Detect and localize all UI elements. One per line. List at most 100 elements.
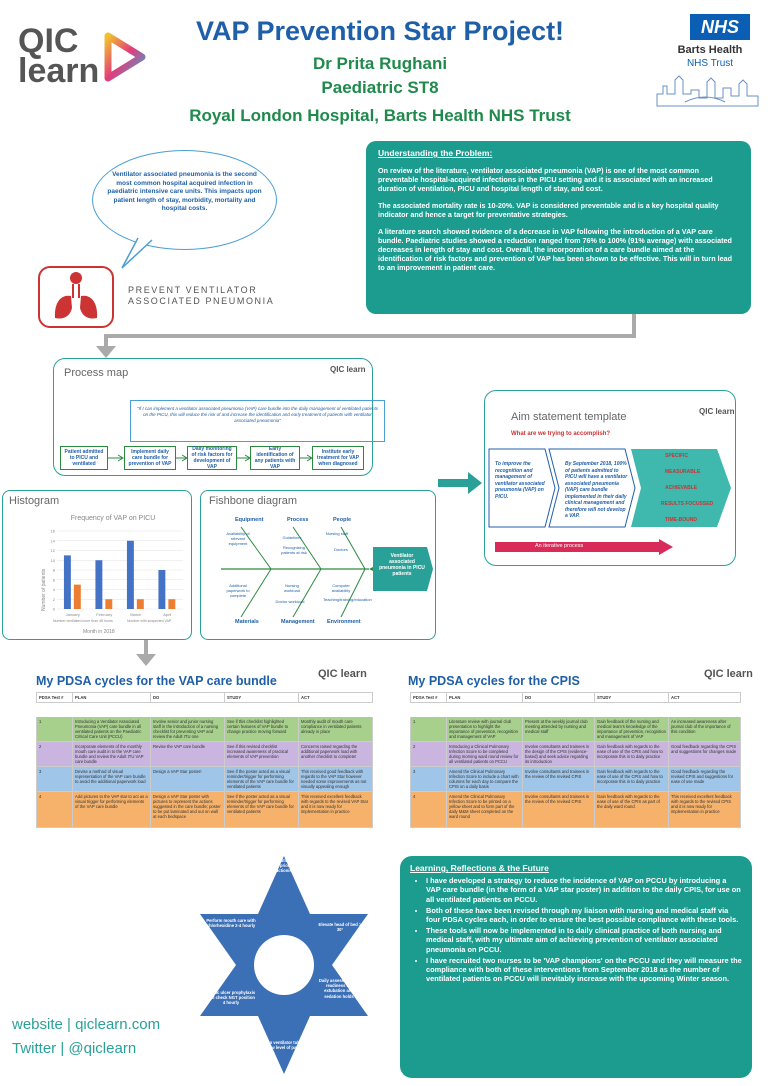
table-header: ACT: [298, 692, 373, 703]
table-cell: Good feedback regarding the revised CPIS…: [668, 766, 741, 792]
fishbone-diagram: [221, 526, 433, 618]
histogram-legend-2: Number with suspected VAP: [127, 619, 172, 623]
connector-line: [104, 334, 636, 338]
table-cell: Gain feedback with regards to the ease o…: [594, 791, 669, 828]
table-cell: Involve senior and junior nursing staff …: [150, 716, 225, 742]
table-cell: See if this checklist highlighted certai…: [224, 716, 299, 742]
y-tick-label: 6: [53, 577, 56, 582]
table-cell: Introducing a Clinical Pulmonary Infecti…: [446, 741, 523, 767]
smart-measurable: MEASURABLE: [665, 469, 701, 475]
process-step-2: Implement daily care bundle for preventi…: [124, 446, 176, 470]
table-cell: Involve consultants and trainees in the …: [522, 791, 595, 828]
fishbone-equipment: Equipment: [235, 517, 264, 523]
process-step-4: Early identification of any patients wit…: [250, 446, 300, 470]
y-tick-label: 0: [53, 607, 56, 612]
fishbone-cause: Doctor workload: [275, 599, 305, 604]
smart-achievable: ACHIEVABLE: [665, 485, 698, 491]
problem-paragraph-3: A literature search showed evidence of a…: [378, 227, 732, 272]
prevent-vap-label: PREVENT VENTILATOR ASSOCIATED PNEUMONIA: [128, 285, 275, 306]
website-link[interactable]: website | qiclearn.com: [12, 1016, 161, 1033]
table-header: PDSA Test #: [410, 692, 447, 703]
star-lower-right: Daily assessment of readiness for extuba…: [318, 978, 360, 999]
process-map-logo: QIC learn: [330, 365, 366, 374]
bar-february-0: [95, 560, 103, 609]
table-header: STUDY: [224, 692, 299, 703]
table-cell: 4: [410, 791, 447, 828]
x-tick-label: February: [96, 612, 112, 617]
y-tick-label: 10: [51, 558, 56, 563]
star-top: Avoid routine use of saline prior to ET …: [263, 858, 305, 874]
table-header: STUDY: [594, 692, 669, 703]
star-upper-left: Perform mouth care with chlorhexidine 2-…: [206, 918, 256, 929]
table-cell: See if the poster acted as a visual remi…: [224, 766, 299, 792]
fishbone-people: People: [333, 517, 352, 523]
intro-bubble-text: Ventilator associated pneumonia is the s…: [107, 171, 262, 212]
x-tick-label: January: [66, 612, 80, 617]
pdsa-cpis-logo: QIC learn: [704, 668, 753, 680]
fishbone-cause: Teaching/training/education: [323, 597, 372, 602]
table-cell: Gain feedback of the nursing and medical…: [594, 716, 669, 742]
table-cell: Amend the Clinical Pulmonary Infection S…: [446, 791, 523, 828]
learning-heading: Learning, Reflections & the Future: [410, 863, 549, 873]
problem-heading: Understanding the Problem:: [378, 148, 493, 158]
bubble-tail: [121, 237, 153, 269]
learning-panel: Learning, Reflections & the Future I hav…: [400, 856, 752, 1078]
process-step-3: Daily monitoring of risk factors for dev…: [187, 446, 237, 470]
arrow-right-icon: [438, 472, 482, 494]
table-header: PDSA Test #: [36, 692, 73, 703]
table-cell: 1: [36, 716, 73, 742]
author-role: Paediatric ST8: [321, 78, 439, 97]
table-header: PLAN: [72, 692, 151, 703]
page-title: VAP Prevention Star Project!: [195, 16, 565, 46]
list-item: Both of these have been revised through …: [426, 906, 742, 924]
process-arrows: [108, 454, 313, 462]
table-header: DO: [522, 692, 595, 703]
understanding-problem-panel: Understanding the Problem: On review of …: [366, 141, 751, 314]
twitter-link[interactable]: Twitter | @qiclearn: [12, 1040, 137, 1057]
star-lower-left: Peptic ulcer prophylaxis and check NGT p…: [206, 990, 256, 1006]
table-cell: This received excellent feedback with re…: [298, 791, 373, 828]
histogram-xlabel: Month in 2018: [83, 629, 115, 635]
fishbone-cause: Additional paperwork to complete: [226, 583, 250, 598]
fishbone-management: Management: [281, 619, 315, 625]
fishbone-cause: Nursing staff: [325, 531, 349, 536]
connector-line: [104, 334, 108, 348]
table-cell: Gain feedback with regards to the ease o…: [594, 766, 669, 792]
bar-april-0: [158, 570, 166, 609]
list-item: These tools will now be implemented in t…: [426, 926, 742, 954]
logo-qic-text: QIC: [18, 22, 79, 60]
fishbone-cause: Availability of relevant equipment: [226, 531, 250, 546]
fishbone-cause: Computer availability: [331, 583, 351, 593]
learning-list: I have developed a strategy to reduce th…: [410, 876, 742, 983]
list-item: I have recruited two nurses to be 'VAP c…: [426, 956, 742, 984]
arrow-down-icon: [136, 654, 156, 666]
smart-specific: SPECIFIC: [665, 453, 689, 459]
play-icon: [104, 32, 146, 82]
lungs-icon: [38, 266, 114, 328]
table-cell: Add pictures to the VAP star to act as a…: [72, 791, 151, 828]
table-header: PLAN: [446, 692, 523, 703]
table-cell: Incorporate elements of the monthly mout…: [72, 741, 151, 767]
y-tick-label: 8: [53, 568, 56, 573]
pdsa-vap-heading: My PDSA cycles for the VAP care bundle: [36, 674, 277, 688]
aim-logo: QIC learn: [699, 407, 735, 416]
connector-line: [632, 314, 636, 338]
table-cell: Gain feedback with regards to the ease o…: [594, 741, 669, 767]
smart-timebound: TIME-BOUND: [665, 517, 697, 523]
table-header: DO: [150, 692, 225, 703]
nhs-trust: NHS Trust: [686, 58, 734, 69]
fishbone-cause: Nursing workload: [283, 583, 300, 593]
table-cell: 3: [410, 766, 447, 792]
star-bottom: Keep ventilator tubing below level of pa…: [261, 1040, 307, 1051]
y-tick-label: 16: [51, 529, 56, 534]
iterative-arrow: [495, 539, 673, 555]
problem-paragraph-1: On review of the literature, ventilator …: [378, 166, 713, 193]
arrow-down-icon: [96, 346, 116, 358]
